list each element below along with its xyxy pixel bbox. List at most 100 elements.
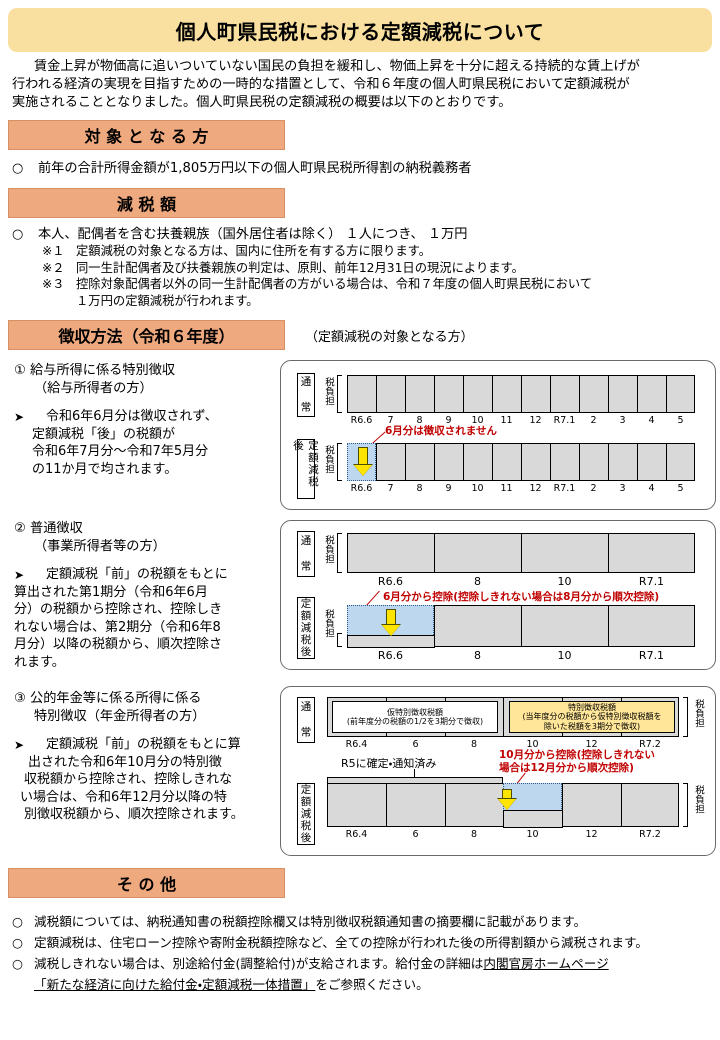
method-3-head-line1: ③ 公的年金等に係る所得に係る [14,691,202,706]
measure-package-link[interactable]: 「新たな経済に向けた給付金・定額減税一体措置」 [34,977,316,992]
tick-label: R7.1 [553,415,576,426]
bullet-mark: ○ [12,935,23,950]
diagram-1-normal-bar [347,375,695,413]
tick-label: R6.6 [377,575,404,588]
diagram-1-burden-brace-normal [337,375,342,413]
bar-cell [347,533,434,573]
diagram-2-row-label-reduced: 定額減税後 [297,597,315,659]
tick-label: R7.1 [638,575,665,588]
tick-label: 7 [387,415,394,426]
bar-cell [445,783,503,827]
bar-cell [608,375,637,413]
other-item-3-continued: 「新たな経済に向けた給付金・定額減税一体措置」をご参照ください。 [34,975,712,995]
diagram-2-panel: 通 常 定額減税後 税負担 税負担 R6.6 8 10 R7.1 6月分から控除… [280,520,716,670]
tick-label: 8 [474,575,481,588]
method-2-number: ② [14,521,26,536]
annotation-line-1: 10月分から控除(控除しきれない [499,749,655,761]
other-item-3: ○減税しきれない場合は、別途給付金(調整給付)が支給されます。給付金の詳細は内閣… [12,954,712,974]
bar-cell [386,783,445,827]
section-header-target: 対 象 と な る 方 [8,120,285,150]
intro-line-3: 実施されることとなりました。個人町県民税の定額減税の概要は以下のとおりです。 [12,95,512,110]
diagram-1-annotation: 6月分は徴収されません [385,425,497,437]
diagram-2-burden-label-normal: 税負担 [323,535,334,564]
diagram-3-annotation: 10月分から控除(控除しきれない 場合は12月分から順次控除) [499,749,655,775]
tick-label: 10 [471,483,484,494]
bar-cell [608,443,637,481]
tick-label: 11 [500,415,513,426]
tick-label: 10 [471,415,484,426]
page-title-banner: 個人町県民税における定額減税について [8,8,712,52]
bar-cell [434,533,521,573]
diagram-2-burden-brace-normal [337,533,342,573]
tick-label: 2 [590,483,597,494]
note-mark: ※１ [42,244,65,258]
tick-label: 12 [529,483,542,494]
tick-label: 8 [470,739,478,750]
diagram-3-reduced-bar [327,783,679,828]
other-list: ○減税額については、納税通知書の税額控除欄又は特別徴収税額通知書の摘要欄に記載が… [12,912,712,996]
section-header-collection: 徴収方法（令和６年度） [8,320,285,350]
tick-label: R6.4 [345,829,368,840]
diagram-2-burden-label-reduced: 税負担 [323,609,334,638]
diagram-2-reduced-ticks: R6.6 8 10 R7.1 [347,649,695,662]
diagram-2-annotation: 6月分から控除(控除しきれない場合は8月分から順次控除) [383,591,660,603]
section-header-other: そ の 他 [8,868,285,898]
bar-cell [550,375,579,413]
other-item-3-text: 減税しきれない場合は、別途給付金(調整給付)が支給されます。給付金の詳細は [34,956,484,971]
other-item-2: ○ 定額減税は、住宅ローン控除や寄附金税額控除など、全ての控除が行われた後の所得割… [12,933,712,953]
target-bullet: ○ 前年の合計所得金額が1,805万円以下の個人町県民税所得割の納税義務者 [12,160,712,177]
method-2-head-line1: ② 普通徴収 [14,521,83,536]
bar-cell [621,783,679,827]
method-1-heading: ① 給与所得に係る特別徴収 （給与所得者の方） [14,362,282,397]
method-3-head-line2: 特別徴収（年金所得者の方） [34,708,206,724]
tick-label: R6.4 [345,739,368,750]
bar-cell [562,783,621,827]
diagram-3-burden-brace-reduced [683,783,688,827]
diagram-1-reduced-bar [347,443,695,481]
arrow-bullet-icon: ➤ [14,568,25,582]
other-item-2-text: 定額減税は、住宅ローン控除や寄附金税額控除など、全ての控除が行われた後の所得割額… [34,935,648,950]
bar-cell [463,375,492,413]
tick-label: R6.6 [377,649,404,662]
arrow-bullet-icon: ➤ [14,410,25,424]
diagram-3-bracket-leader [414,769,415,778]
tick-label: 11 [500,483,513,494]
bullet-mark: ○ [12,161,24,176]
method-1-head-line1: ① 給与所得に係る特別徴収 [14,363,176,378]
section-header-amount-label: 減 税 額 [116,195,177,214]
collection-subtitle: （定額減税の対象となる方） [305,330,474,345]
other-item-1: ○減税額については、納税通知書の税額控除欄又は特別徴収税額通知書の摘要欄に記載が… [12,912,712,932]
special-collection-tax-box-title: 特別徴収税額 [568,702,616,712]
tick-label: 8 [470,829,478,840]
note-mark: ※３ [42,277,65,291]
diagram-1-burden-label-reduced: 税負担 [323,445,334,474]
provisional-tax-box: 仮特別徴収税額 (前年度分の税額の1/2を3期分で徴収) [332,701,498,733]
diagram-1-row-label-normal: 通 常 [297,373,315,417]
note-text: 定額減税の対象となる方は、国内に住所を有する方に限ります。 [76,244,432,258]
method-1-description: ➤ 令和6年6月分は徴収されず、 定額減税「後」の税額が 令和6年7月分～令和7… [14,408,276,478]
intro-paragraph: 賃金上昇が物価高に追いついていない国民の負担を緩和し、物価上昇を十分に超える持続… [12,58,712,112]
arrow-bullet-icon: ➤ [14,738,25,752]
bar-cell [347,375,376,413]
tick-label: 10 [526,739,539,750]
bar-cell [521,443,550,481]
remaining-tax-band [346,634,435,648]
tick-label: R6.6 [350,483,373,494]
method-3-description: ➤ 定額減税「前」の税額をもとに算 出された令和6年10月分の特別徴 収税額から… [14,736,276,824]
tick-label: 6 [412,829,419,840]
diagram-3-panel: 通 常 定額減税後 仮特別徴収税額 (前年度分の税額の1/2を3期分で徴収) 特… [280,686,716,856]
method-1-head-line2: （給与所得者の方） [34,380,153,396]
bar-cell [521,605,608,647]
diagram-2-normal-bar [347,533,695,573]
amount-bullet-text: 本人、配偶者を含む扶養親族（国外居住者は除く） １人につき、 １万円 [38,227,468,242]
tick-label: 10 [557,649,572,662]
method-3-heading: ③ 公的年金等に係る所得に係る 特別徴収（年金所得者の方） [14,690,282,725]
bar-cell [579,443,608,481]
method-2-heading: ② 普通徴収 （事業所得者等の方） [14,520,282,555]
diagram-2-normal-ticks: R6.6 8 10 R7.1 [347,575,695,588]
bar-cell [550,443,579,481]
tick-label: 4 [648,415,655,426]
cabinet-secretariat-link[interactable]: 内閣官房ホームページ [483,956,609,971]
method-1-number: ① [14,363,26,378]
